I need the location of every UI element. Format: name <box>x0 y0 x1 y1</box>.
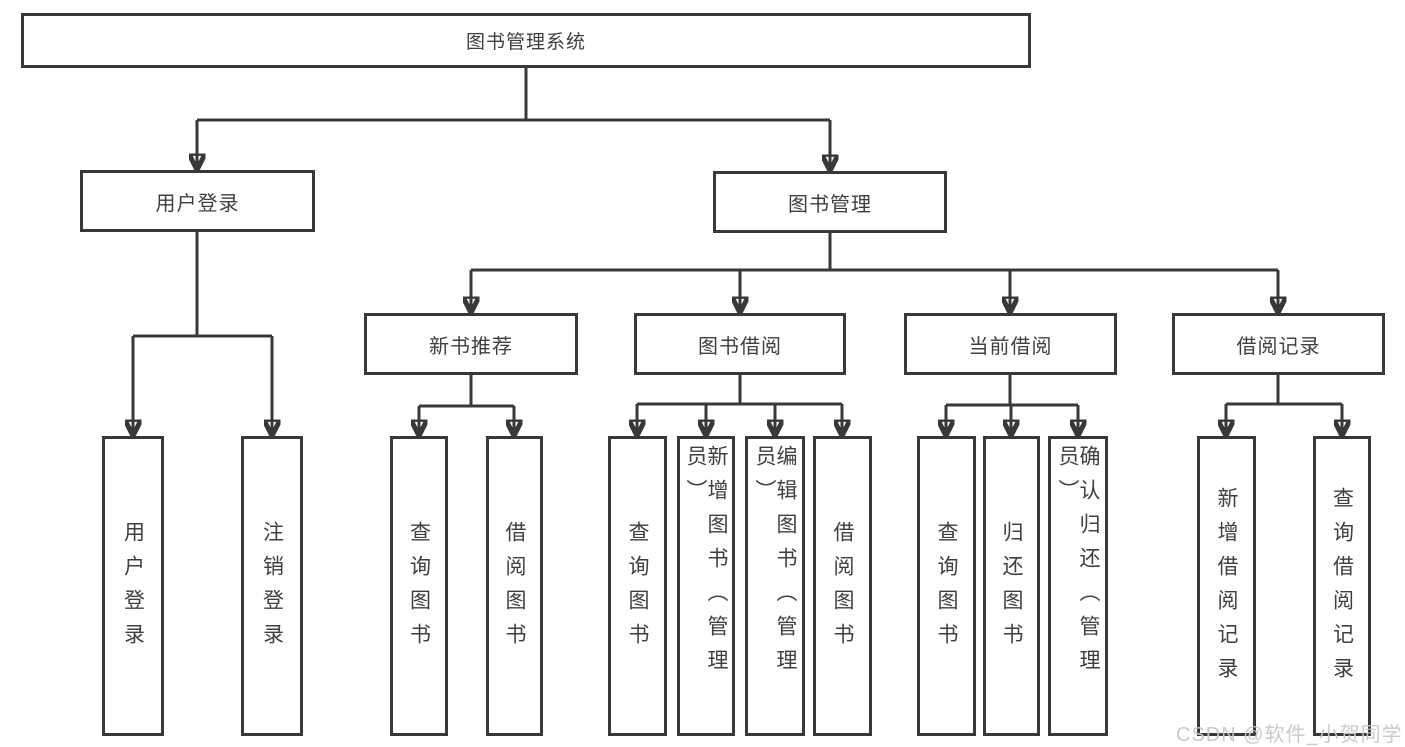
node-current-borrowing: 当前借阅 <box>904 313 1117 375</box>
connector-borrowing-to-leaves <box>637 375 842 431</box>
connector-records-to-leaves <box>1226 375 1342 431</box>
leaf-borrowing-add-books-admin: 新增图书（管理员） <box>677 436 735 736</box>
leaf-user-login: 用户登录 <box>102 436 164 736</box>
leaf-borrowing-borrow-books: 借阅图书 <box>813 436 872 736</box>
leaf-borrowing-edit-books-admin: 编辑图书（管理员） <box>745 436 805 736</box>
node-new-book-recommend: 新书推荐 <box>364 313 578 375</box>
connector-bookmgmt-to-level3 <box>471 233 1278 308</box>
node-user-login: 用户登录 <box>80 170 315 232</box>
leaf-current-confirm-return-admin: 确认归还（管理员） <box>1048 436 1108 736</box>
leaf-newbook-borrow-books: 借阅图书 <box>486 436 543 736</box>
leaf-newbook-query-books: 查询图书 <box>390 436 448 736</box>
leaf-records-add-record: 新增借阅记录 <box>1197 436 1256 736</box>
node-user-login-label: 用户登录 <box>155 192 240 215</box>
node-book-management-label: 图书管理 <box>788 193 872 216</box>
csdn-watermark: CSDN @软件_小贺同学 <box>1176 724 1403 746</box>
node-current-borrowing-label: 当前借阅 <box>968 335 1053 358</box>
leaf-records-query-record: 查询借阅记录 <box>1313 436 1371 736</box>
connector-newbook-to-leaves <box>419 375 514 431</box>
connector-current-to-leaves <box>946 375 1078 431</box>
connector-root-to-level2 <box>197 68 830 166</box>
node-borrowing-records: 借阅记录 <box>1172 313 1385 375</box>
node-new-book-recommend-label: 新书推荐 <box>429 335 513 358</box>
connector-userlogin-to-leaves <box>133 232 272 431</box>
node-book-management: 图书管理 <box>713 171 947 233</box>
leaf-current-return-books: 归还图书 <box>983 436 1040 736</box>
node-book-borrowing: 图书借阅 <box>634 313 846 375</box>
node-book-borrowing-label: 图书借阅 <box>698 335 782 358</box>
node-root-label: 图书管理系统 <box>465 32 586 53</box>
node-root: 图书管理系统 <box>21 13 1031 68</box>
node-borrowing-records-label: 借阅记录 <box>1236 335 1321 358</box>
leaf-logout-login: 注销登录 <box>241 436 303 736</box>
leaf-borrowing-query-books: 查询图书 <box>608 436 667 736</box>
leaf-current-query-books: 查询图书 <box>917 436 976 736</box>
